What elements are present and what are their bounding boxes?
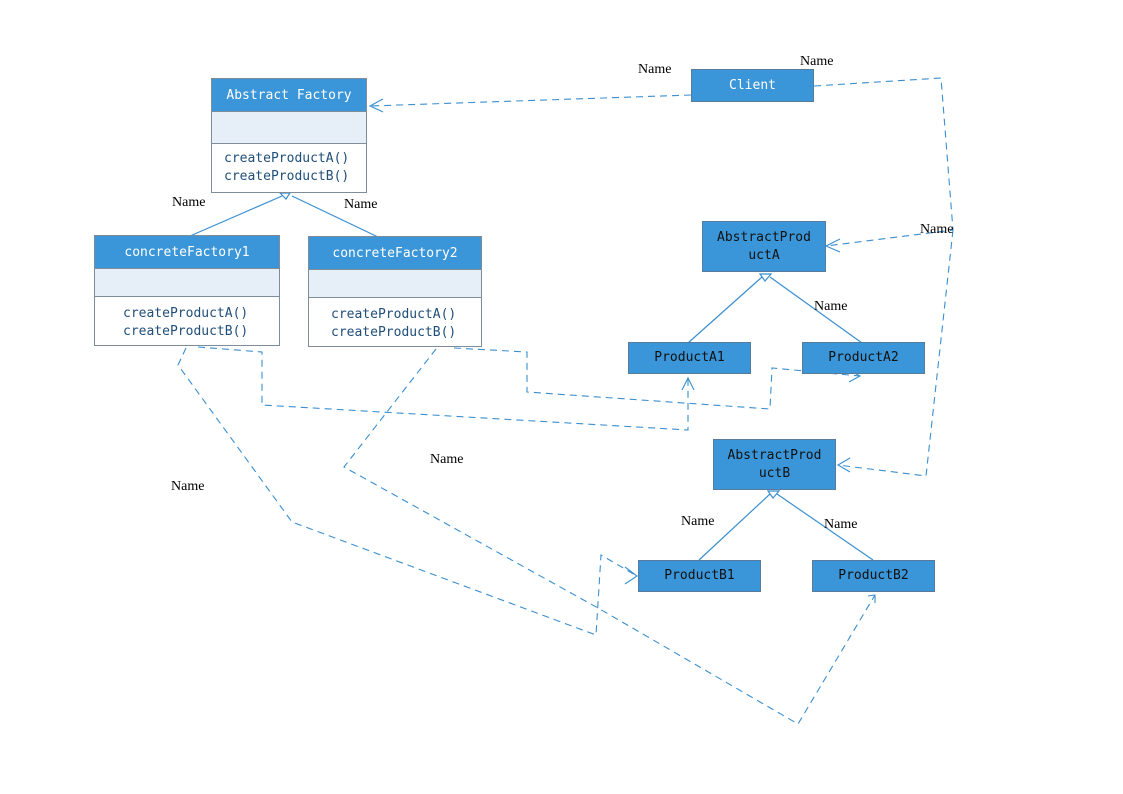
class-concrete-factory2[interactable]: concreteFactory2 createProductA() create… [308, 236, 482, 347]
box-product-b1[interactable]: ProductB1 [638, 560, 761, 592]
arrow-head-b1 [624, 566, 638, 585]
edge-label: Name [430, 452, 464, 467]
dep-client-factory [369, 94, 692, 107]
dep-cf1-a1 [197, 346, 689, 431]
operation: createProductB() [331, 325, 457, 340]
box-abstract-product-a[interactable]: AbstractProd uctA [702, 221, 826, 272]
edge-label: Name [824, 517, 858, 532]
inherit-line-cf2 [291, 195, 379, 238]
class-concrete-factory1-name: concreteFactory1 [95, 236, 279, 269]
box-client-label: Client [729, 77, 776, 93]
class-concrete-factory1-operations: createProductA() createProductB() [95, 297, 279, 341]
box-product-b2-label: ProductB2 [838, 568, 909, 583]
box-abstract-product-a-line1: AbstractProd [717, 229, 811, 245]
inherit-line-b2 [776, 493, 874, 561]
edge-label: Name [800, 54, 834, 69]
box-product-a2-label: ProductA2 [828, 350, 899, 365]
inherit-line-cf1 [189, 195, 283, 237]
edge-label: Name [344, 197, 378, 212]
class-concrete-factory1-attributes [95, 269, 279, 297]
inherit-line-a2 [769, 276, 863, 344]
box-product-a2[interactable]: ProductA2 [802, 342, 925, 374]
edge-label: Name [920, 222, 954, 237]
operation: createProductA() [123, 306, 249, 321]
inherit-arrow-head-a [758, 273, 773, 282]
dep-cf1-b1 [177, 347, 638, 636]
edge-label: Name [171, 479, 205, 494]
operation: createProductA() [331, 307, 457, 322]
edge-label: Name [172, 195, 206, 210]
box-product-a1-label: ProductA1 [654, 350, 725, 365]
dep-client-products [813, 77, 954, 247]
dep-cf2-b2 [343, 348, 876, 725]
inherit-arrow-head-factory [278, 192, 292, 200]
inherit-line-a1 [687, 276, 763, 344]
inherit-arrow-head-b [766, 490, 781, 499]
operation: createProductB() [123, 324, 249, 339]
class-concrete-factory1[interactable]: concreteFactory1 createProductA() create… [94, 235, 280, 346]
class-concrete-factory2-attributes [309, 270, 481, 298]
box-abstract-product-b-line1: AbstractProd [727, 447, 822, 463]
arrow-head-a1 [681, 376, 695, 391]
class-abstract-factory-attributes [212, 112, 366, 144]
operation: createProductB() [224, 169, 350, 184]
operation: createProductA() [224, 151, 350, 166]
box-product-b2[interactable]: ProductB2 [812, 560, 935, 592]
box-abstract-product-a-line2: uctA [748, 247, 780, 263]
class-concrete-factory2-operations: createProductA() createProductB() [309, 298, 481, 342]
class-abstract-factory[interactable]: Abstract Factory createProductA() create… [211, 78, 367, 193]
dep-client-product-b [837, 229, 954, 477]
arrow-head-factory [368, 98, 384, 113]
class-concrete-factory2-name: concreteFactory2 [309, 237, 481, 270]
arrow-head-product-a [824, 238, 841, 253]
dep-cf2-a2 [453, 347, 861, 410]
box-client[interactable]: Client [691, 69, 814, 102]
arrow-head-product-b [836, 457, 851, 473]
edge-label: Name [681, 514, 715, 529]
box-product-a1[interactable]: ProductA1 [628, 342, 751, 374]
arrow-head-b2 [867, 594, 876, 603]
box-product-b1-label: ProductB1 [664, 568, 735, 583]
box-abstract-product-b[interactable]: AbstractProd uctB [713, 439, 836, 490]
box-abstract-product-b-line2: uctB [758, 465, 791, 481]
edge-label: Name [638, 62, 672, 77]
edge-label: Name [814, 299, 848, 314]
class-abstract-factory-name: Abstract Factory [212, 79, 366, 112]
class-abstract-factory-operations: createProductA() createProductB() [212, 144, 366, 186]
inherit-line-b1 [698, 493, 771, 561]
